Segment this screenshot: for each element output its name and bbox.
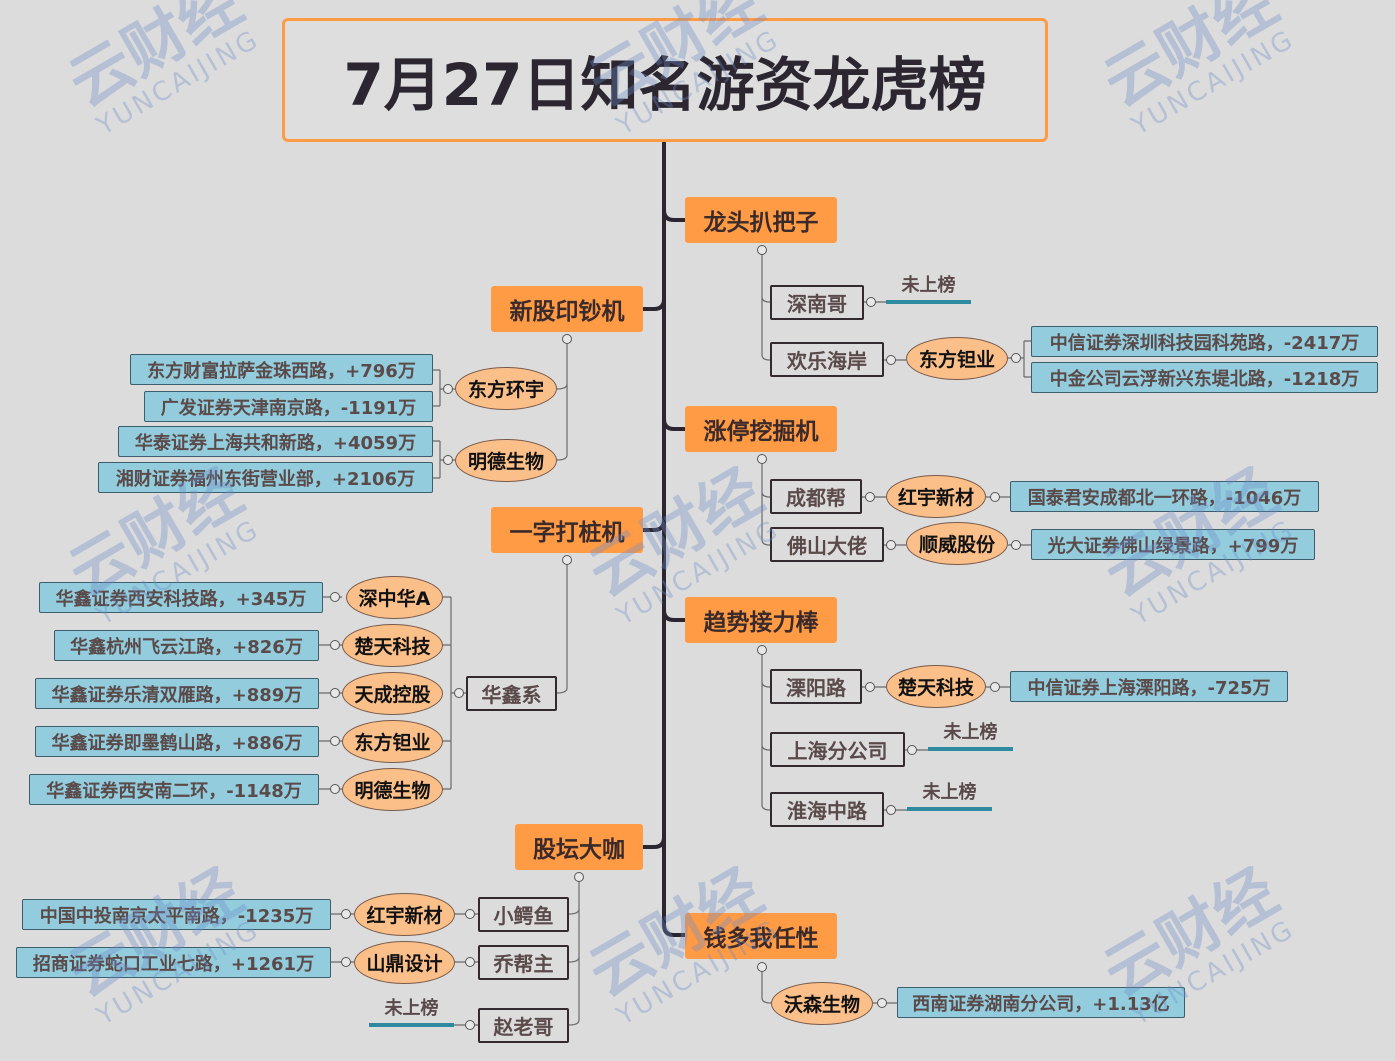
trader-huaihai[interactable]: 淮海中路 — [770, 792, 884, 827]
stock-node[interactable]: 天成控股 — [342, 672, 443, 715]
trader-huanle[interactable]: 欢乐海岸 — [770, 342, 884, 377]
seat-node: 中信证券上海溧阳路，-725万 — [1010, 671, 1288, 702]
seat-node: 中信证券深圳科技园科苑路，-2417万 — [1031, 326, 1378, 357]
stock-node[interactable]: 楚天科技 — [886, 665, 986, 708]
branch-xingu[interactable]: 新股印钞机 — [491, 286, 643, 332]
seat-node: 东方财富拉萨金珠西路，+796万 — [130, 354, 433, 385]
trader-node[interactable]: 乔帮主 — [478, 945, 569, 980]
not-listed-label: 未上榜 — [901, 275, 956, 296]
branch-yizi[interactable]: 一字打桩机 — [491, 507, 643, 553]
trader-node[interactable]: 小鳄鱼 — [478, 897, 569, 932]
seat-node: 国泰君安成都北一环路，-1046万 — [1010, 481, 1319, 512]
seat-node: 华泰证券上海共和新路，+4059万 — [118, 426, 433, 457]
trader-node[interactable]: 赵老哥 — [478, 1008, 569, 1043]
stock-node[interactable]: 山鼎设计 — [354, 941, 455, 984]
seat-node: 中金公司云浮新兴东堤北路，-1218万 — [1031, 362, 1378, 393]
seat-node: 光大证券佛山绿景路，+799万 — [1031, 529, 1315, 560]
branch-qushi[interactable]: 趋势接力棒 — [685, 597, 837, 643]
seat-node: 华鑫杭州飞云江路，+826万 — [54, 630, 319, 661]
stock-node[interactable]: 楚天科技 — [342, 624, 443, 667]
stock-node[interactable]: 东方环宇 — [455, 367, 557, 410]
stock-node[interactable]: 深中华A — [346, 576, 443, 619]
trader-shennan[interactable]: 深南哥 — [770, 285, 864, 320]
branch-zhangting[interactable]: 涨停挖掘机 — [685, 406, 837, 452]
trader-chengdu[interactable]: 成都帮 — [770, 479, 862, 514]
seat-node: 西南证券湖南分公司，+1.13亿 — [897, 987, 1185, 1018]
stock-node[interactable]: 顺威股份 — [906, 522, 1008, 565]
seat-node: 华鑫证券西安南二环，-1148万 — [29, 774, 319, 805]
seat-node: 华鑫证券西安科技路，+345万 — [39, 582, 323, 613]
seat-node: 华鑫证券乐清双雁路，+889万 — [35, 678, 319, 709]
trader-liyang[interactable]: 溧阳路 — [770, 669, 862, 704]
seat-node: 华鑫证券即墨鹤山路，+886万 — [35, 726, 319, 757]
branch-longtou[interactable]: 龙头扒把子 — [685, 197, 837, 243]
seat-node: 湘财证券福州东街营业部，+2106万 — [98, 462, 433, 493]
branch-qianduo[interactable]: 钱多我任性 — [685, 913, 837, 959]
not-listed-label: 未上榜 — [943, 722, 998, 743]
trader-shanghai[interactable]: 上海分公司 — [770, 732, 905, 767]
stock-node[interactable]: 红宇新材 — [354, 893, 455, 936]
branch-gutan[interactable]: 股坛大咖 — [515, 824, 643, 870]
stock-node[interactable]: 明德生物 — [342, 768, 443, 811]
stock-node[interactable]: 红宇新材 — [886, 475, 986, 518]
stock-node[interactable]: 东方钽业 — [342, 720, 443, 763]
not-listed-label: 未上榜 — [384, 998, 439, 1019]
stock-node[interactable]: 沃森生物 — [771, 982, 873, 1025]
page-title: 7月27日知名游资龙虎榜 — [282, 18, 1048, 142]
stock-node[interactable]: 东方钽业 — [906, 337, 1008, 380]
stock-node[interactable]: 明德生物 — [455, 439, 557, 482]
seat-node: 中国中投南京太平南路，-1235万 — [22, 899, 331, 930]
seat-node: 广发证券天津南京路，-1191万 — [144, 391, 433, 422]
trader-huaxin[interactable]: 华鑫系 — [466, 676, 557, 711]
trader-foshan[interactable]: 佛山大佬 — [770, 527, 884, 562]
not-listed-label: 未上榜 — [922, 782, 977, 803]
seat-node: 招商证券蛇口工业七路，+1261万 — [16, 947, 331, 978]
